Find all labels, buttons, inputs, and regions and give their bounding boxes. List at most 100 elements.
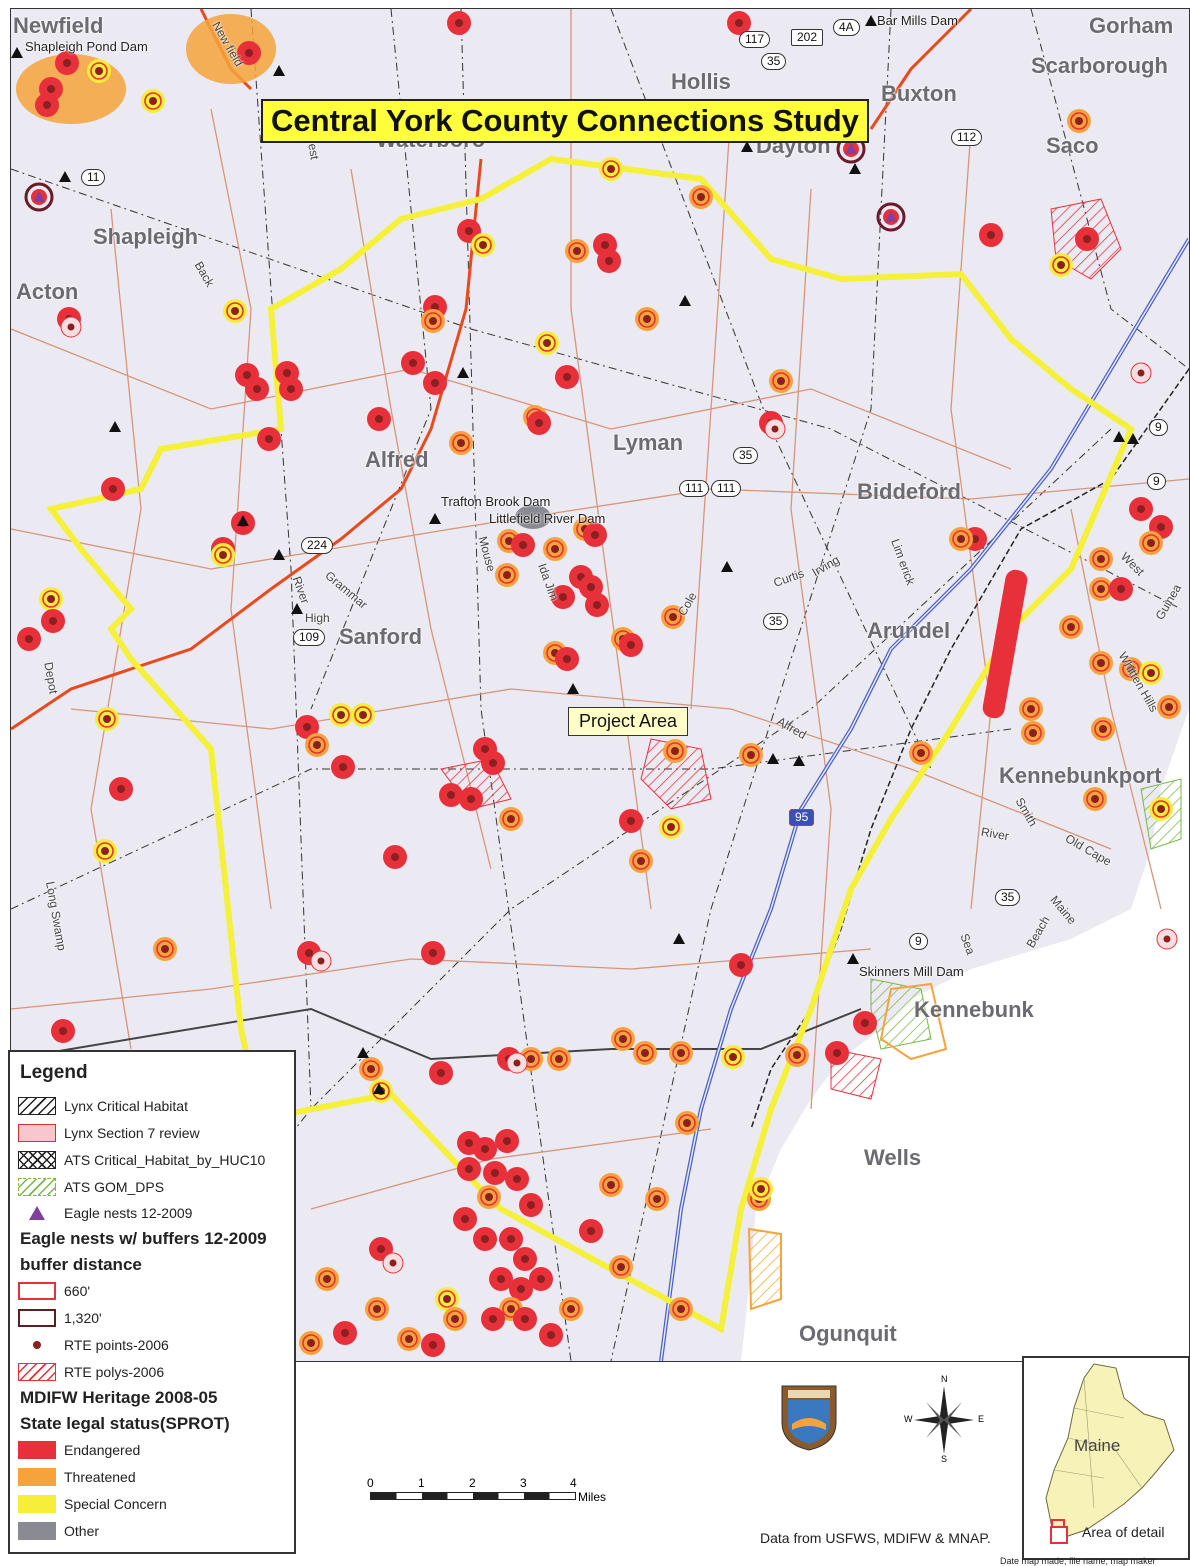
rte-status-marker xyxy=(739,743,763,767)
scale-tick: 2 xyxy=(469,1476,476,1490)
rte-status-marker xyxy=(453,1207,477,1231)
legend-item: 1,320' xyxy=(18,1307,102,1329)
legend-subheading: State legal status(SPROT) xyxy=(20,1414,230,1433)
dam-label: Trafton Brook Dam xyxy=(441,494,551,509)
route-shield-interstate: 95 xyxy=(789,809,815,826)
threatened-polygon xyxy=(879,982,948,1061)
rte-status-marker xyxy=(141,89,165,113)
rte-status-marker xyxy=(529,1267,553,1291)
ats-gom-swatch xyxy=(18,1178,56,1196)
rte-status-marker xyxy=(749,1177,773,1201)
dam-icon xyxy=(721,561,733,572)
dam-label: Bar Mills Dam xyxy=(877,13,958,28)
place-label: Wells xyxy=(864,1145,922,1170)
rte-status-marker xyxy=(645,1187,669,1211)
other-swatch xyxy=(18,1522,56,1540)
rte-status-marker xyxy=(471,233,495,257)
dam-icon xyxy=(767,753,779,764)
rte-status-marker xyxy=(401,351,425,375)
legend-label: Special Concern xyxy=(64,1496,167,1512)
rte-status-marker xyxy=(555,365,579,389)
rte-status-marker xyxy=(423,371,447,395)
footer-note: Date map made; file name; map maker xyxy=(1000,1556,1156,1566)
rte-status-marker xyxy=(721,1045,745,1069)
route-shield: 11 xyxy=(81,169,106,186)
rte-status-marker xyxy=(51,1019,75,1043)
route-shield: 35 xyxy=(763,613,789,630)
rte-point-icon xyxy=(18,1336,56,1354)
place-label: Alfred xyxy=(365,447,429,472)
dam-markers xyxy=(11,15,1139,1094)
dam-icon xyxy=(567,683,579,694)
rte-status-marker xyxy=(333,1321,357,1345)
legend-label: Eagle nests 12-2009 xyxy=(64,1205,193,1221)
rte-status-marker xyxy=(611,1027,635,1051)
route-shield: 9 xyxy=(909,933,928,950)
rte-status-marker xyxy=(1129,497,1153,521)
rte-status-marker xyxy=(1059,615,1083,639)
route-shield: 9 xyxy=(1147,473,1166,490)
rte-status-marker xyxy=(729,953,753,977)
rte-status-marker xyxy=(1091,717,1115,741)
eagle-nest-icon xyxy=(18,1204,56,1222)
route-shield: 35 xyxy=(761,53,787,70)
rte-status-marker xyxy=(237,41,261,65)
legend-item: RTE polys-2006 xyxy=(18,1361,164,1383)
route-shield: 111 xyxy=(711,480,742,497)
place-label: Shapleigh xyxy=(93,224,199,249)
rte-status-marker xyxy=(397,1327,421,1351)
buffer-660-swatch xyxy=(18,1282,56,1300)
scale-unit: Miles xyxy=(578,1490,607,1504)
dam-icon xyxy=(273,549,285,560)
rte-status-marker xyxy=(635,307,659,331)
dam-icon xyxy=(291,603,303,614)
dam-icon xyxy=(849,163,861,174)
rte-status-marker xyxy=(257,427,281,451)
rte-status-marker xyxy=(619,633,643,657)
place-label: Hollis xyxy=(671,69,731,94)
rte-status-marker xyxy=(1083,787,1107,811)
dam-icon xyxy=(429,513,441,524)
data-credit: Data from USFWS, MDIFW & MNAP. xyxy=(760,1530,991,1546)
map-canvas[interactable] xyxy=(11,9,1189,1361)
rte-status-marker xyxy=(1139,661,1163,685)
rte-status-marker xyxy=(1157,695,1181,719)
rte-status-marker xyxy=(481,1307,505,1331)
buffer-1320-swatch xyxy=(18,1309,56,1327)
rte-status-marker xyxy=(1049,253,1073,277)
ocean-area xyxy=(741,709,1189,1361)
local-roads xyxy=(11,9,1189,1210)
rte-status-marker xyxy=(359,1057,383,1081)
compass-s: S xyxy=(941,1454,948,1464)
rte-status-marker xyxy=(513,1307,537,1331)
rte-status-marker xyxy=(585,593,609,617)
route-shield: 35 xyxy=(995,889,1021,906)
rte-polygon xyxy=(640,738,712,810)
route-shield: 117 xyxy=(739,31,771,48)
endangered-swatch xyxy=(18,1441,56,1459)
dam-icon xyxy=(373,1083,385,1094)
rte-status-marker xyxy=(669,1041,693,1065)
place-label: Gorham xyxy=(1089,13,1174,38)
rte-status-marker xyxy=(559,1297,583,1321)
place-label: Biddeford xyxy=(857,479,961,504)
rte-status-marker xyxy=(505,1167,529,1191)
rte-status-marker xyxy=(535,331,559,355)
rte-status-marker xyxy=(495,1129,519,1153)
rte-status-marker xyxy=(1149,797,1173,821)
legend-item: RTE points-2006 xyxy=(18,1334,169,1356)
rte-status-marker xyxy=(511,533,535,557)
rte-status-marker xyxy=(17,627,41,651)
rte-status-marker xyxy=(519,1193,543,1217)
road-label: High xyxy=(305,611,330,625)
rte-status-marker xyxy=(979,223,1003,247)
rte-status-marker xyxy=(565,239,589,263)
usfws-logo xyxy=(778,1382,840,1452)
rte-status-marker xyxy=(1119,657,1143,681)
rte-status-marker xyxy=(421,1333,445,1357)
project-area-boundary xyxy=(45,155,1135,1334)
project-area-callout: Project Area xyxy=(568,707,689,736)
place-label: Lyman xyxy=(613,430,684,455)
rte-status-marker xyxy=(421,309,445,333)
route-shield: 35 xyxy=(733,447,759,464)
